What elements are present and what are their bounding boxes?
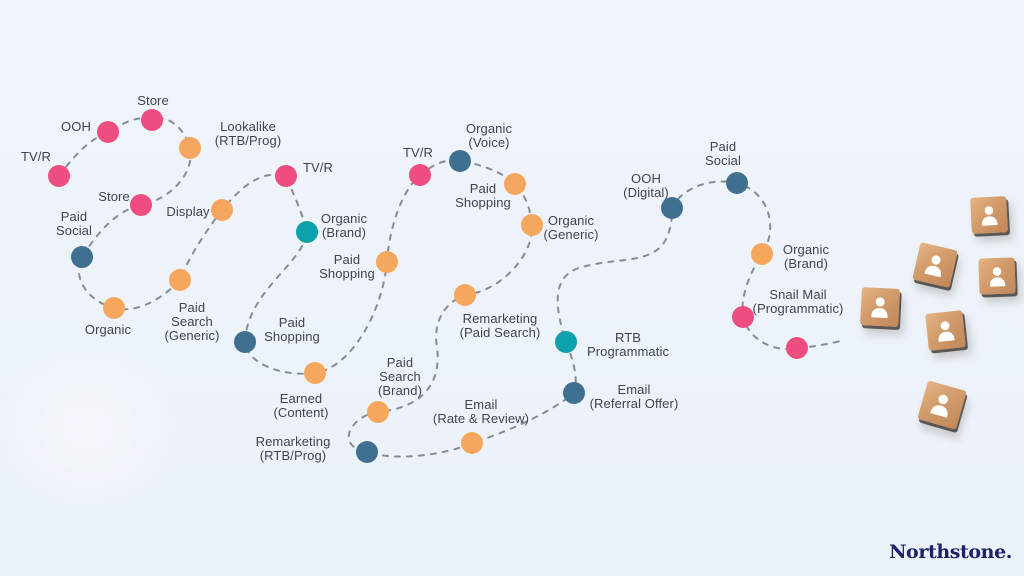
- journey-node-dot: [130, 194, 152, 216]
- journey-node-dot: [726, 172, 748, 194]
- journey-node-label: RTB Programmatic: [586, 330, 670, 359]
- journey-node-label: Paid Search (Brand): [377, 355, 423, 398]
- journey-node-dot: [751, 243, 773, 265]
- journey-node-label: TV/R: [302, 160, 334, 175]
- journey-node-label: Organic (Brand): [782, 242, 830, 271]
- journey-node-dot: [356, 441, 378, 463]
- journey-node-label: Store: [98, 189, 130, 204]
- journey-node-dot: [367, 401, 389, 423]
- journey-node-dot: [732, 306, 754, 328]
- journey-node-label: Earned (Content): [273, 391, 329, 420]
- journey-node-label: OOH (Digital): [623, 171, 669, 200]
- journey-node-dot: [275, 165, 297, 187]
- person-icon: [871, 297, 888, 319]
- journey-node-dot: [48, 165, 70, 187]
- person-icon: [924, 255, 942, 278]
- audience-block: [912, 242, 958, 288]
- journey-node-dot: [376, 251, 398, 273]
- journey-node-dot: [103, 297, 125, 319]
- journey-node-label: Paid Social: [55, 209, 93, 238]
- journey-node-dot: [234, 331, 256, 353]
- person-icon: [989, 267, 1006, 287]
- journey-node-dot: [179, 137, 201, 159]
- journey-node-label: Paid Shopping: [455, 181, 511, 210]
- journey-node-dot: [304, 362, 326, 384]
- journey-node-label: Organic (Brand): [320, 211, 368, 240]
- journey-node-dot: [71, 246, 93, 268]
- journey-node-dot: [169, 269, 191, 291]
- journey-node-label: Email (Rate & Review): [432, 397, 530, 426]
- journey-node-label: Organic (Generic): [543, 213, 599, 242]
- journey-node-label: Organic (Voice): [465, 121, 513, 150]
- journey-node-dot: [211, 199, 233, 221]
- journey-node-label: Display: [166, 204, 210, 219]
- journey-node-label: TV/R: [20, 149, 52, 164]
- journey-node-dot: [296, 221, 318, 243]
- audience-block: [925, 310, 966, 351]
- person-icon: [938, 321, 955, 342]
- journey-node-label: Organic: [84, 322, 132, 337]
- journey-node-dot: [661, 197, 683, 219]
- journey-node-label: Email (Referral Offer): [589, 382, 679, 411]
- journey-node-label: TV/R: [402, 145, 434, 160]
- audience-block: [970, 196, 1008, 234]
- person-icon: [981, 206, 998, 226]
- journey-node-label: Paid Social: [704, 139, 742, 168]
- journey-node-label: Remarketing (RTB/Prog): [255, 434, 331, 463]
- journey-node-label: Lookalike (RTB/Prog): [214, 119, 282, 148]
- audience-block: [917, 380, 967, 430]
- journey-node-dot: [97, 121, 119, 143]
- journey-node-label: Store: [137, 93, 169, 108]
- audience-block: [860, 287, 900, 327]
- journey-node-label: Remarketing (Paid Search): [459, 311, 541, 340]
- person-icon: [930, 395, 949, 419]
- journey-node-dot: [454, 284, 476, 306]
- journey-node-dot: [555, 331, 577, 353]
- journey-node-label: Paid Shopping: [264, 315, 320, 344]
- journey-node-dot: [449, 150, 471, 172]
- background-watermark: [0, 345, 180, 510]
- journey-node-dot: [461, 432, 483, 454]
- journey-node-label: Paid Shopping: [319, 252, 375, 281]
- journey-node-label: OOH: [61, 119, 91, 134]
- journey-node-dot: [141, 109, 163, 131]
- journey-node-dot: [563, 382, 585, 404]
- journey-node-dot: [786, 337, 808, 359]
- journey-node-label: Snail Mail (Programmatic): [752, 287, 844, 316]
- journey-node-dot: [504, 173, 526, 195]
- journey-node-dot: [521, 214, 543, 236]
- brand-logo: Northstone.: [889, 541, 1012, 563]
- journey-dashed-path: [58, 117, 846, 458]
- journey-node-label: Paid Search (Generic): [164, 300, 220, 343]
- journey-node-dot: [409, 164, 431, 186]
- audience-block: [978, 257, 1016, 295]
